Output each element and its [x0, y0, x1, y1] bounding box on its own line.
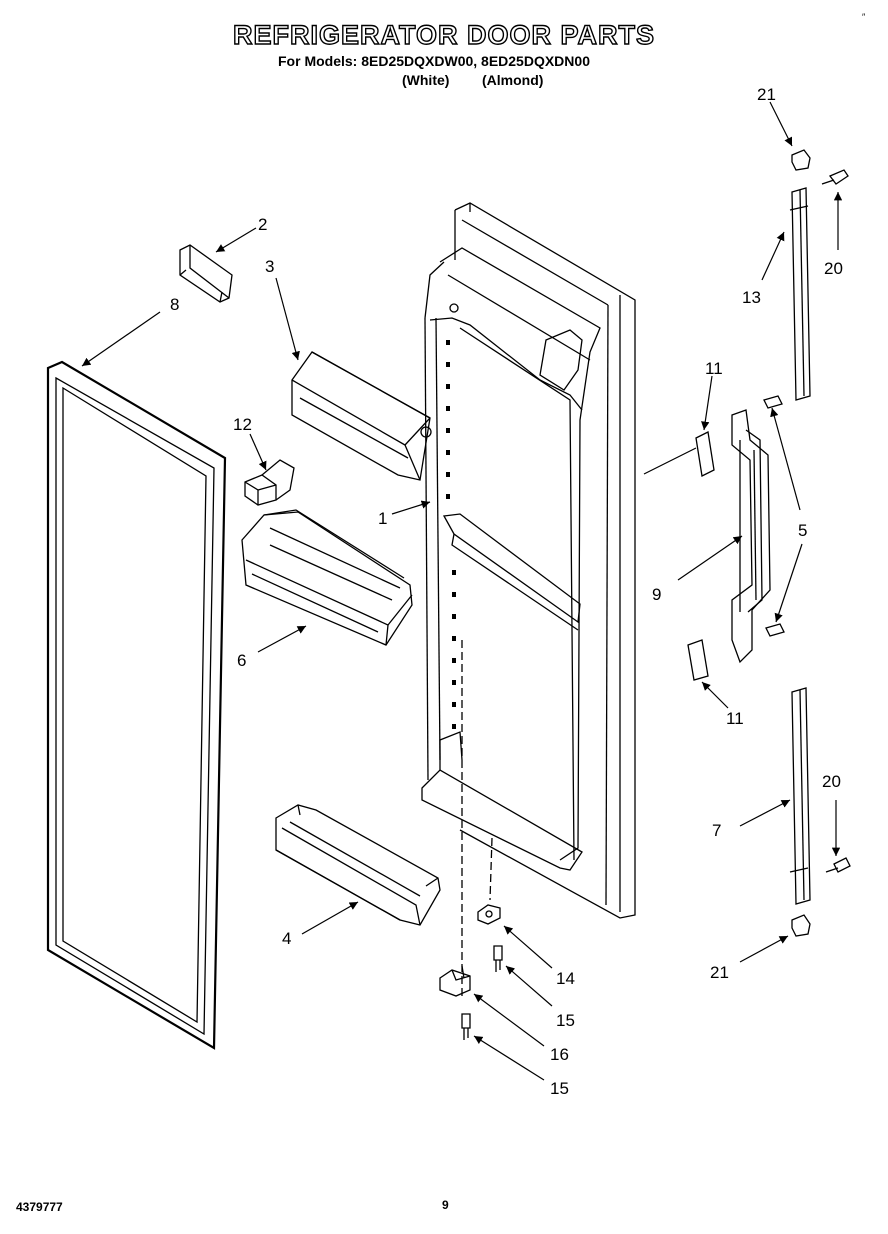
dairy-bin-part-6 [241, 509, 413, 646]
handle-part-9 [731, 409, 771, 664]
callout-5: 5 [798, 521, 807, 540]
leader-lines [81, 101, 843, 1081]
callout-21-upper: 21 [757, 85, 776, 104]
cover-part-2 [179, 244, 233, 303]
door-liner-holes [446, 340, 456, 729]
corner-mark: ″ [862, 12, 866, 22]
screw-part-20-lower [825, 857, 851, 873]
clip-part-21-upper [791, 149, 811, 171]
callout-13: 13 [742, 288, 761, 307]
callout-labels: 1 2 3 4 5 6 7 8 9 11 11 12 13 14 15 16 1… [170, 85, 843, 1098]
callout-20-lower: 20 [822, 772, 841, 791]
screw-part-20-upper [821, 169, 849, 185]
callout-3: 3 [265, 257, 274, 276]
callout-11-upper: 11 [705, 359, 723, 378]
callout-14: 14 [556, 969, 575, 988]
screw-part-15-upper [493, 945, 503, 972]
document-number: 4379777 [16, 1200, 63, 1214]
finish-almond: (Almond) [482, 72, 544, 88]
page-number: 9 [442, 1198, 449, 1212]
callout-4: 4 [282, 929, 291, 948]
callout-8: 8 [170, 295, 179, 314]
dairy-door-part-3 [291, 351, 432, 481]
trim-strip-part-13 [789, 187, 811, 401]
trim-strip-part-7 [789, 687, 811, 905]
callout-1: 1 [378, 509, 387, 528]
end-cap-part-11-upper [695, 431, 715, 477]
page-title: REFRIGERATOR DOOR PARTS [232, 19, 655, 50]
screw-part-15-lower [461, 1013, 471, 1040]
end-cap-part-11-lower [687, 639, 709, 681]
callout-21-lower: 21 [710, 963, 729, 982]
callout-9: 9 [652, 585, 661, 604]
clip-part-21-lower [791, 914, 811, 937]
callout-20-upper: 20 [824, 259, 843, 278]
callout-16: 16 [550, 1045, 569, 1064]
callout-15-lower: 15 [550, 1079, 569, 1098]
door-stop-part-12 [244, 459, 295, 506]
callout-6: 6 [237, 651, 246, 670]
callout-12: 12 [233, 415, 252, 434]
door-shelf-rail-part-4 [275, 804, 441, 926]
hinge-bushing-part-14 [477, 904, 501, 925]
door-assembly-part-1 [421, 202, 636, 1000]
finish-white: (White) [402, 72, 450, 88]
hinge-part-16 [439, 965, 471, 997]
screw-part-5-upper [763, 395, 783, 409]
screw-part-5-lower [765, 623, 785, 637]
door-gasket-part-8 [46, 360, 227, 1050]
callout-11-lower: 11 [726, 709, 744, 728]
callout-2: 2 [258, 215, 267, 234]
callout-15-upper: 15 [556, 1011, 575, 1030]
models-line: For Models: 8ED25DQXDW00, 8ED25DQXDN00 [278, 53, 590, 69]
callout-7: 7 [712, 821, 721, 840]
